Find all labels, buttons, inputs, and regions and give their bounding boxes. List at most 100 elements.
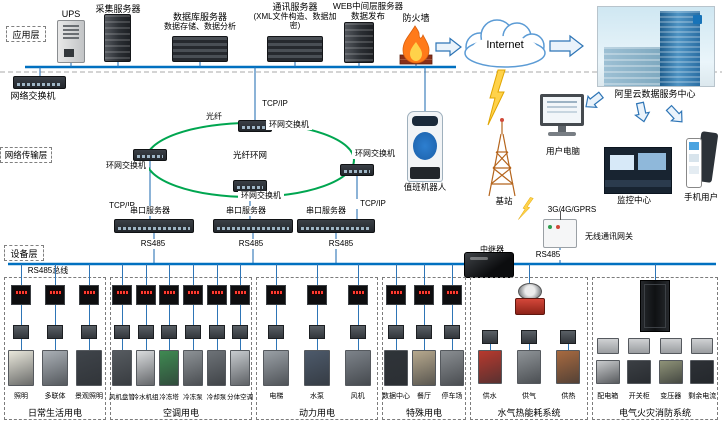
power-meter: [111, 285, 132, 305]
wire: [276, 305, 278, 325]
instrument-box: [309, 325, 325, 339]
wire: [55, 305, 56, 325]
device-group-title: 空调用电: [162, 408, 199, 418]
bus-drop-wire: [317, 264, 318, 285]
network-switch-device: [13, 76, 66, 89]
rs485-bus-label: RS485总线: [24, 266, 72, 276]
power-meter: [386, 285, 406, 305]
equipment-image: [183, 350, 203, 386]
equipment-label: 分体空调: [227, 394, 254, 401]
equipment-image: [159, 350, 179, 386]
wire: [192, 305, 194, 325]
ali-cloud-building-photo: [597, 6, 715, 87]
wire: [396, 305, 397, 325]
device-group-title: 日常生活用电: [27, 408, 82, 418]
wire: [317, 305, 318, 325]
device-group-box: [110, 277, 252, 420]
ups-label: UPS: [58, 9, 84, 19]
wire: [169, 339, 171, 350]
wireless-gateway-device: [543, 211, 577, 248]
database-server-device: [172, 36, 228, 62]
wire: [452, 305, 453, 325]
instrument-box: [444, 325, 460, 339]
wire: [357, 339, 359, 350]
instrument-box: [81, 325, 97, 339]
instrument-box: [13, 325, 29, 339]
monitor-screen-2: [638, 153, 666, 170]
equipment-image: [263, 350, 290, 386]
bus-drop-wire: [240, 264, 242, 285]
wire: [529, 344, 530, 350]
equipment-image: [304, 350, 330, 386]
equipment-image: [658, 360, 683, 384]
bus-drop-wire: [21, 264, 22, 285]
bus-drop-wire: [169, 264, 171, 285]
monitor-screen-1: [610, 155, 634, 170]
serial-server-1-device: [114, 219, 194, 233]
power-meter: [182, 285, 203, 305]
instrument-box: [388, 325, 404, 339]
web-server-device: [344, 22, 374, 63]
wire: [240, 305, 242, 325]
wireless-link-icon: [518, 197, 534, 220]
serial-server-2-label: 串口服务器: [223, 206, 269, 216]
ali-cloud-center-label: 阿里云数据服务中心: [614, 89, 696, 99]
instrument-box: [113, 325, 130, 339]
comm-server-device: [267, 36, 323, 62]
protection-device: [628, 338, 651, 354]
base-station-label: 基站: [495, 196, 513, 206]
bus-drop-wire: [424, 264, 425, 285]
flow-arrows: [435, 34, 683, 123]
equipment-label: 景观照明: [75, 393, 103, 400]
wire: [276, 339, 278, 350]
serial-server-1-label: 串口服务器: [127, 206, 173, 216]
wire: [121, 305, 123, 325]
equipment-label: 配电箱: [597, 393, 619, 400]
equipment-image: [690, 360, 715, 384]
comm-server-label: 通讯服务器: [264, 2, 326, 12]
equipment-label: 冷冻泵: [183, 394, 203, 401]
ring-switch-left-label: 环网交换机: [103, 161, 149, 171]
bus-drop-wire: [121, 264, 123, 285]
rs485-label-right: RS485: [533, 250, 563, 260]
instrument-box: [232, 325, 249, 339]
equipment-image: [112, 350, 132, 386]
equipment-label: 风机: [350, 393, 365, 400]
device-group-title: 水气热能耗系统: [497, 408, 561, 418]
power-meter: [230, 285, 251, 305]
phone-user-label: 手机用户: [683, 192, 718, 202]
building-low-block: [604, 47, 660, 86]
wire: [240, 339, 242, 350]
user-pc-label: 用户电脑: [545, 146, 580, 156]
layer-label-application: 应用层: [6, 26, 46, 42]
bus-drop-wire: [452, 264, 453, 285]
ring-switch-right-device: [340, 164, 374, 176]
repeater-device: [464, 252, 514, 278]
robot-visor: [412, 116, 438, 126]
wire: [21, 305, 22, 325]
monitor-desk: [605, 180, 671, 187]
flow-meter: [515, 283, 545, 319]
internet-cloud-icon: [464, 19, 546, 68]
wire: [357, 305, 359, 325]
bus-drop-wire: [216, 264, 218, 285]
equipment-label: 剩余电流: [688, 393, 717, 400]
equipment-image: [477, 350, 502, 384]
power-meter: [79, 285, 99, 305]
equipment-image: [76, 350, 102, 386]
equipment-label: 照明: [14, 393, 28, 400]
device-group-title: 动力用电: [298, 408, 335, 418]
lightning-link-icon: [487, 69, 506, 126]
instrument-box: [47, 325, 63, 339]
instrument-box: [349, 325, 366, 339]
rs485-label-3: RS485: [326, 239, 356, 249]
wire: [489, 344, 491, 350]
equipment-image: [8, 350, 34, 386]
ring-switch-bottom-label: 环网交换机: [238, 191, 284, 201]
instrument-box: [184, 325, 201, 339]
power-meter: [266, 285, 287, 305]
db-server-desc: 数据存储、数据分析: [150, 22, 250, 32]
equipment-image: [627, 360, 652, 384]
serial-server-2-device: [213, 219, 293, 233]
